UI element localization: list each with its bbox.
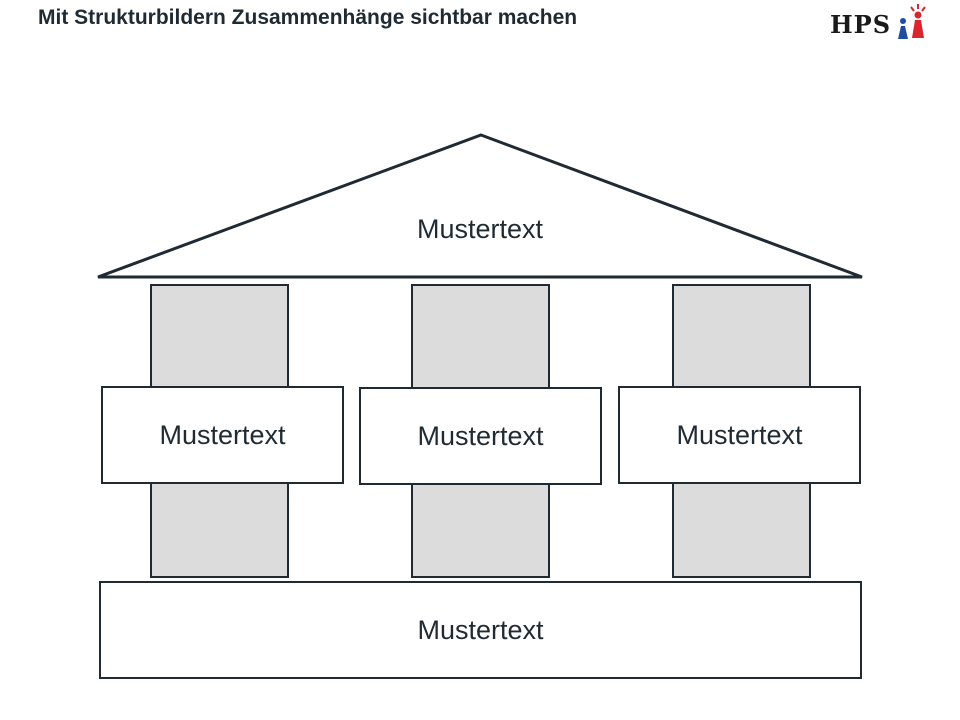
logo-figures-icon [898,4,926,39]
pillar-box-left: Mustertext [101,386,344,484]
hps-logo: HPS [830,2,930,46]
logo-text: HPS [830,10,892,39]
page-title: Mit Strukturbildern Zusammenhänge sichtb… [38,6,578,29]
pillar-box-middle: Mustertext [359,387,602,485]
pillar-box-right: Mustertext [618,386,861,484]
base-box: Mustertext [99,581,862,679]
roof-label: Mustertext [416,214,544,244]
